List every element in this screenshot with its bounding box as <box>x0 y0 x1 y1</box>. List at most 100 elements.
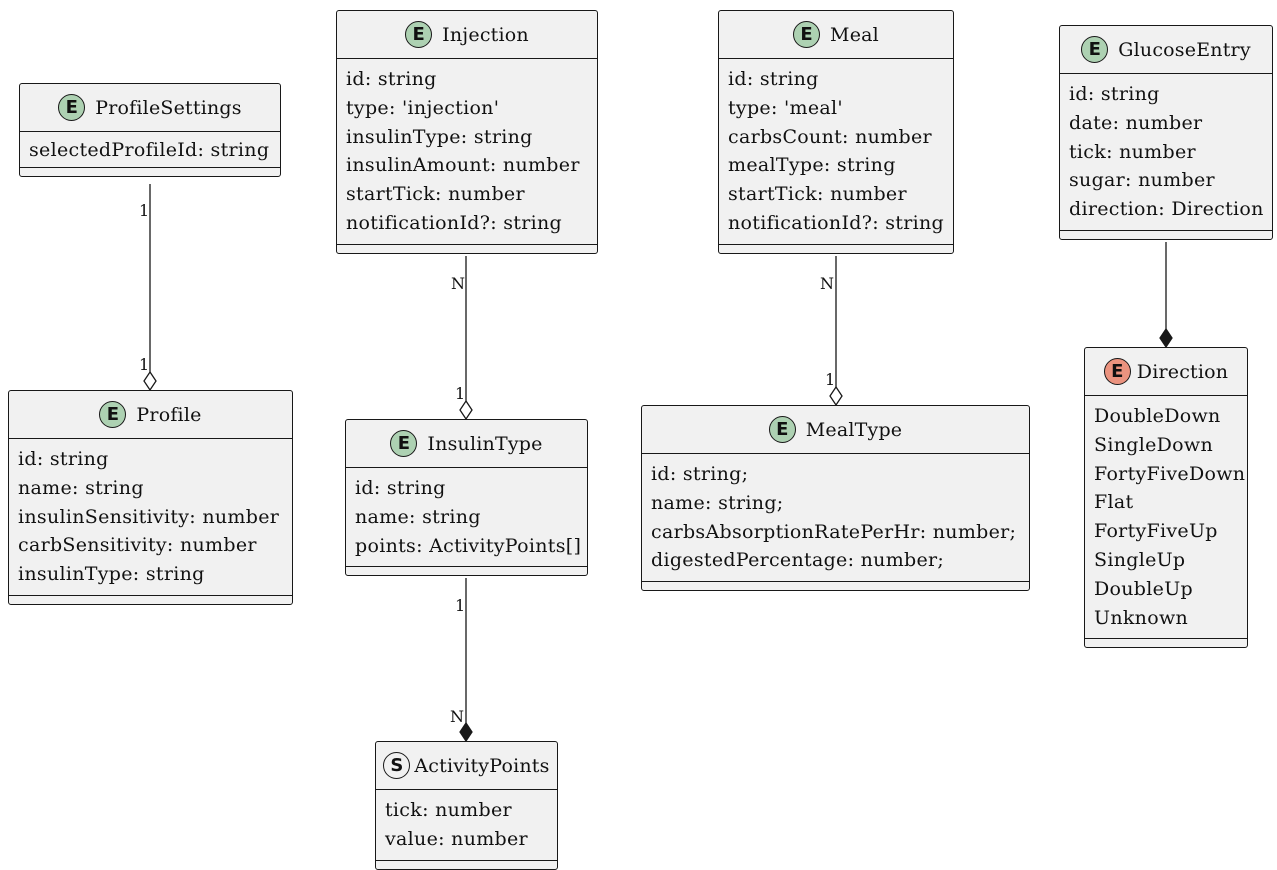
field: startTick: number <box>346 183 525 206</box>
class-fields: id: string; name: string; carbsAbsorptio… <box>642 454 1029 583</box>
field: insulinSensitivity: number <box>18 505 280 528</box>
class-header: S ActivityPoints <box>376 742 557 790</box>
field: type: 'injection' <box>346 96 500 119</box>
field: name: string <box>18 476 144 499</box>
field: selectedProfileId: string <box>29 139 270 161</box>
field: name: string <box>355 505 481 528</box>
field: insulinAmount: number <box>346 154 580 177</box>
field: notificationId?: string <box>728 211 944 234</box>
class-fields: id: string name: string points: Activity… <box>346 468 587 568</box>
class-header: E Injection <box>337 11 597 59</box>
entity-stereotype-icon: E <box>99 401 127 428</box>
field: carbsCount: number <box>728 125 932 148</box>
class-header: E MealType <box>642 406 1029 454</box>
enum-value: SingleDown <box>1094 433 1213 456</box>
multiplicity-injection-side: N <box>451 274 465 293</box>
field: carbSensitivity: number <box>18 534 257 557</box>
enum-value: FortyFiveUp <box>1094 520 1218 543</box>
multiplicity-mealtype-side: 1 <box>825 370 836 389</box>
class-meal-type: E MealType id: string; name: string; car… <box>641 405 1030 592</box>
aggregation-diamond-profile <box>143 370 157 392</box>
class-name: ProfileSettings <box>95 96 242 119</box>
class-methods-section <box>1085 639 1247 647</box>
class-methods-section <box>346 567 587 575</box>
field: carbsAbsorptionRatePerHr: number; <box>651 520 1017 543</box>
class-fields: tick: number value: number <box>376 790 557 861</box>
field: insulinType: string <box>346 125 533 148</box>
class-name: Injection <box>442 23 529 46</box>
composition-diamond-direction <box>1159 327 1173 349</box>
class-methods-section <box>337 245 597 253</box>
class-fields: id: string type: 'injection' insulinType… <box>337 59 597 245</box>
class-profile: E Profile id: string name: string insuli… <box>8 390 293 605</box>
multiplicity-meal-side: N <box>820 274 834 293</box>
field: points: ActivityPoints[] <box>355 534 582 557</box>
field: tick: number <box>385 799 512 821</box>
class-header: E Profile <box>9 391 292 439</box>
multiplicity-activitypoints-side: N <box>450 707 464 726</box>
field: id: string <box>18 448 109 470</box>
aggregation-diamond-insulintype <box>459 399 473 421</box>
field: direction: Direction <box>1069 198 1264 221</box>
multiplicity-profilesettings-side: 1 <box>139 201 150 220</box>
entity-stereotype-icon: E <box>405 21 433 48</box>
class-name: MealType <box>805 418 903 441</box>
entity-stereotype-icon: E <box>768 416 796 443</box>
entity-stereotype-icon: E <box>58 94 86 121</box>
entity-stereotype-icon: E <box>1081 36 1109 63</box>
class-methods-section <box>20 168 280 176</box>
class-methods-section <box>1060 231 1272 239</box>
class-profile-settings: E ProfileSettings selectedProfileId: str… <box>19 83 281 177</box>
class-glucose-entry: E GlucoseEntry id: string date: number t… <box>1059 25 1273 240</box>
class-header: E InsulinType <box>346 420 587 468</box>
class-name: ActivityPoints <box>414 754 550 777</box>
multiplicity-profile-side: 1 <box>139 355 150 374</box>
field: startTick: number <box>728 183 907 206</box>
class-name: InsulinType <box>427 432 543 455</box>
class-header: E Direction <box>1085 348 1247 396</box>
multiplicity-insulintype-side: 1 <box>455 384 466 403</box>
field: sugar: number <box>1069 169 1215 192</box>
field: mealType: string <box>728 154 896 177</box>
field: date: number <box>1069 111 1203 134</box>
class-meal: E Meal id: string type: 'meal' carbsCoun… <box>718 10 954 254</box>
class-name: Direction <box>1136 360 1229 383</box>
class-header: E ProfileSettings <box>20 84 280 132</box>
class-fields: id: string name: string insulinSensitivi… <box>9 439 292 596</box>
field: id: string <box>728 68 819 90</box>
enum-value: SingleUp <box>1094 548 1186 571</box>
field: value: number <box>385 827 528 850</box>
entity-stereotype-icon: E <box>793 21 821 48</box>
class-injection: E Injection id: string type: 'injection'… <box>336 10 598 254</box>
class-insulin-type: E InsulinType id: string name: string po… <box>345 419 588 577</box>
field: digestedPercentage: number; <box>651 549 945 572</box>
field: id: string <box>346 68 437 90</box>
enum-value: DoubleUp <box>1094 577 1193 600</box>
class-name: Meal <box>830 23 879 46</box>
enum-value: DoubleDown <box>1094 405 1221 427</box>
enum-values: DoubleDown SingleDown FortyFiveDown Flat… <box>1085 396 1247 640</box>
enum-value: Flat <box>1094 491 1134 514</box>
class-fields: id: string date: number tick: number sug… <box>1060 74 1272 231</box>
enum-stereotype-icon: E <box>1103 358 1131 385</box>
class-methods-section <box>9 596 292 604</box>
enum-value: Unknown <box>1094 606 1189 629</box>
enum-value: FortyFiveDown <box>1094 462 1246 485</box>
field: notificationId?: string <box>346 211 562 234</box>
class-activity-points: S ActivityPoints tick: number value: num… <box>375 741 558 870</box>
class-fields: id: string type: 'meal' carbsCount: numb… <box>719 59 953 245</box>
field: id: string <box>1069 83 1160 105</box>
class-name: Profile <box>136 403 202 426</box>
class-header: E Meal <box>719 11 953 59</box>
class-methods-section <box>642 582 1029 590</box>
multiplicity-insulintype-points-side: 1 <box>455 596 466 615</box>
class-header: E GlucoseEntry <box>1060 26 1272 74</box>
field: id: string <box>355 477 446 499</box>
class-methods-section <box>719 245 953 253</box>
field: insulinType: string <box>18 563 205 586</box>
entity-stereotype-icon: E <box>390 430 418 457</box>
field: id: string; <box>651 463 749 485</box>
field: tick: number <box>1069 140 1196 163</box>
field: name: string; <box>651 491 784 514</box>
